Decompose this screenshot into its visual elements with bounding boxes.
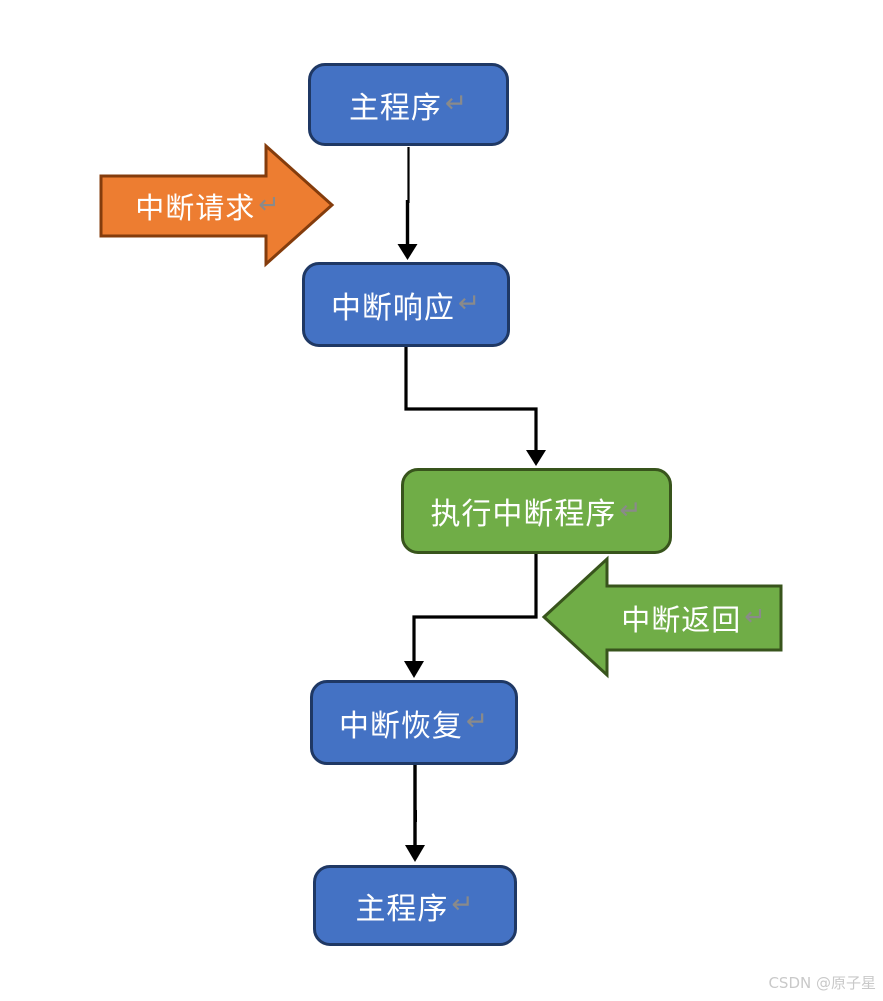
return-mark-icon: ↵ [451, 889, 475, 921]
csdn-watermark: CSDN @原子星 [768, 974, 876, 992]
node-interrupt-restore: 中断恢复↵ [310, 680, 518, 765]
node-label: 主程序 [348, 90, 442, 126]
callout-interrupt-return-shape [541, 555, 783, 679]
node-label: 主程序 [355, 891, 449, 927]
edge-execute-to-restore [404, 554, 538, 678]
return-mark-icon: ↵ [465, 706, 490, 738]
node-main-program-top: 主程序↵ [308, 63, 509, 146]
node-execute-interrupt-routine: 执行中断程序↵ [401, 468, 672, 554]
node-label: 中断恢复 [338, 708, 463, 744]
edge-response-to-execute [404, 347, 546, 466]
callout-interrupt-request-shape [99, 142, 335, 268]
edge-main-to-response [397, 147, 418, 260]
callout-label-text: 中断请求 [135, 191, 256, 225]
arrowhead-icon [397, 244, 418, 260]
return-mark-icon: ↵ [444, 88, 469, 120]
arrowhead-icon [405, 845, 425, 862]
node-main-program-bottom: 主程序↵ [313, 865, 517, 946]
arrowhead-icon [526, 450, 546, 466]
return-mark-icon: ↵ [457, 288, 482, 320]
edge-restore-to-main [405, 765, 425, 862]
return-mark-icon: ↵ [258, 190, 281, 221]
callout-interrupt-request-label: 中断请求↵ [101, 176, 315, 236]
callout-interrupt-return-label: 中断返回↵ [607, 586, 781, 650]
node-label: 中断响应 [330, 290, 455, 326]
node-interrupt-response: 中断响应↵ [302, 262, 510, 347]
node-label: 执行中断程序 [430, 497, 617, 532]
return-mark-icon: ↵ [744, 602, 767, 633]
return-mark-icon: ↵ [619, 494, 643, 526]
arrowhead-icon [404, 661, 424, 678]
callout-label-text: 中断返回 [621, 603, 742, 637]
